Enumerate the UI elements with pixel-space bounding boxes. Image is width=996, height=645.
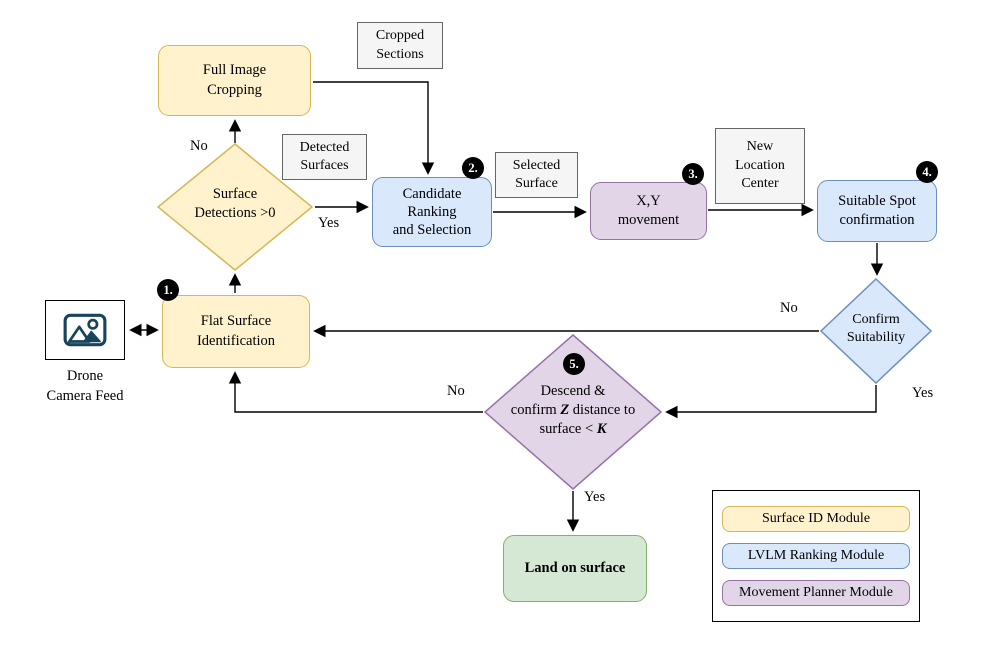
descend-text-part: surface <	[539, 420, 597, 437]
node-text: Identification	[196, 332, 276, 349]
label-text: Surfaces	[300, 158, 349, 173]
descend-confirm-label: Descend & confirm Z distance to surface …	[488, 382, 658, 439]
caption-text: Camera Feed	[46, 388, 124, 405]
step-badge-1: 1.	[157, 279, 179, 301]
confirm-suitability-diamond	[820, 278, 932, 384]
descend-text-part: confirm	[510, 401, 561, 418]
new-location-center-label: New Location Center	[715, 128, 805, 204]
node-text: and Selection	[392, 222, 472, 239]
label-text: New	[746, 139, 774, 155]
detected-surfaces-label: Detected Surfaces	[282, 134, 367, 180]
drone-camera-feed-label: Drone Camera Feed	[20, 366, 150, 407]
xy-movement-node: X,Y movement	[590, 182, 707, 240]
flat-surface-identification-node: Flat Surface Identification	[162, 295, 310, 368]
node-text: Full Image	[202, 62, 267, 79]
step-badge-4: 4.	[916, 161, 938, 183]
surface-detections-label: Surface Detections >0	[167, 185, 303, 223]
label-text: Cropped	[375, 28, 425, 44]
node-text: Candidate	[402, 185, 462, 202]
land-on-surface-node: Land on surface	[503, 535, 647, 602]
variable-z: Z	[560, 401, 570, 418]
drone-camera-feed-box	[45, 300, 125, 360]
edge-label-no-detections: No	[190, 138, 208, 154]
legend-lvlm-ranking-module: LVLM Ranking Module	[722, 543, 910, 569]
node-text: Detections >0	[194, 204, 276, 221]
node-text: Suitable Spot	[838, 192, 916, 209]
node-text: movement	[617, 212, 680, 228]
edge-label-yes-descend: Yes	[584, 489, 606, 505]
step-badge-5: 5.	[563, 353, 585, 375]
legend-movement-planner-module: Movement Planner Module	[722, 580, 910, 606]
descend-confirm-diamond	[484, 334, 662, 490]
label-text: Detected	[299, 139, 350, 155]
descend-text-line2: confirm Z distance to	[511, 401, 635, 420]
node-text: X,Y	[636, 192, 661, 209]
selected-surface-label: Selected Surface	[495, 152, 578, 198]
cropped-sections-label: Cropped Sections	[357, 22, 443, 69]
label-text: Selected	[512, 157, 561, 173]
edge-label-no-confirm: No	[780, 300, 798, 316]
variable-k: K	[596, 420, 607, 437]
step-badge-2: 2.	[462, 157, 484, 179]
edge-label-yes-detections: Yes	[318, 215, 340, 231]
edge-confirm-yes-descend	[665, 385, 877, 419]
node-text: confirmation	[839, 212, 915, 228]
node-text: Surface	[212, 186, 258, 202]
descend-text-line1: Descend &	[540, 383, 606, 399]
surface-detections-diamond	[157, 143, 313, 271]
legend: Surface ID Module LVLM Ranking Module Mo…	[712, 490, 920, 622]
node-text: Land on surface	[524, 559, 626, 576]
image-icon	[63, 313, 107, 347]
legend-surface-id-module: Surface ID Module	[722, 506, 910, 532]
label-text: Surface	[515, 176, 558, 191]
edge-label-yes-confirm: Yes	[912, 385, 934, 401]
label-text: Location	[735, 157, 785, 173]
descend-text-line3: surface < K	[540, 420, 607, 439]
edge-label-no-descend: No	[447, 383, 465, 399]
confirm-suitability-label: Confirm Suitability	[824, 311, 928, 347]
node-text: Ranking	[407, 203, 457, 220]
full-image-cropping-node: Full Image Cropping	[158, 45, 311, 116]
label-text: Center	[741, 176, 779, 192]
caption-text: Drone	[66, 368, 104, 384]
descend-text-part: distance to	[569, 401, 636, 418]
label-text: Sections	[376, 46, 424, 62]
candidate-ranking-node: Candidate Ranking and Selection	[372, 177, 492, 247]
edge-descend-no-flatsurface	[228, 371, 483, 413]
node-text: Cropping	[207, 81, 262, 98]
node-text: Confirm	[852, 312, 900, 327]
suitable-spot-node: Suitable Spot confirmation	[817, 180, 937, 242]
node-text: Suitability	[846, 330, 906, 346]
step-badge-3: 3.	[682, 163, 704, 185]
node-text: Flat Surface	[200, 313, 272, 330]
